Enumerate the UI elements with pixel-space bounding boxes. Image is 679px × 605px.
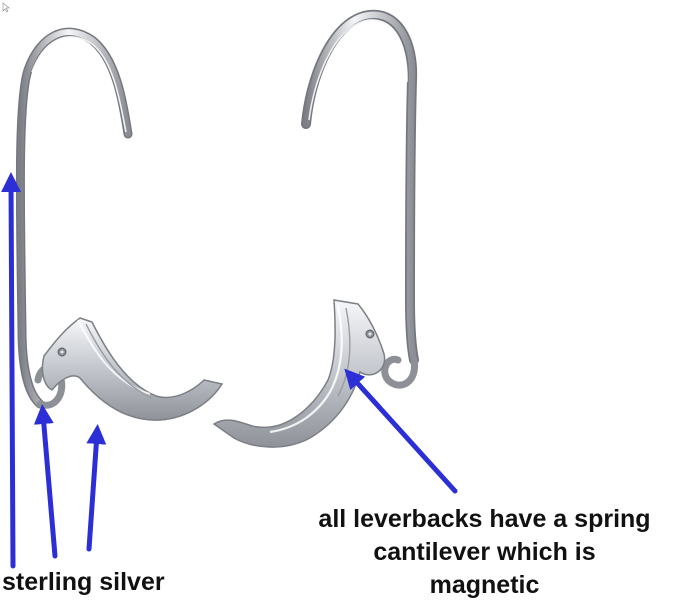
annotation-arrows: [1, 172, 458, 569]
arrow-to-spring-cantilever: [344, 368, 458, 494]
sterling-silver-label: sterling silver: [2, 568, 165, 596]
arrow-to-left-plate: [86, 424, 107, 552]
arrow-to-left-wire: [1, 172, 22, 569]
right-leverback-earring: [212, 9, 419, 448]
arrow-cursor-icon: [2, 2, 10, 13]
spring-cantilever-label-line-2: cantilever which is: [373, 538, 596, 566]
spring-cantilever-label-line-3: magnetic: [429, 571, 540, 599]
spring-cantilever-label: all leverbacks have a spring cantilever …: [290, 503, 679, 602]
spring-cantilever-label-line-1: all leverbacks have a spring: [318, 505, 651, 533]
left-lever-plate: [41, 317, 224, 421]
arrow-to-left-loop: [33, 404, 58, 559]
left-leverback-earring: [15, 27, 224, 421]
right-lever-plate: [212, 299, 386, 448]
